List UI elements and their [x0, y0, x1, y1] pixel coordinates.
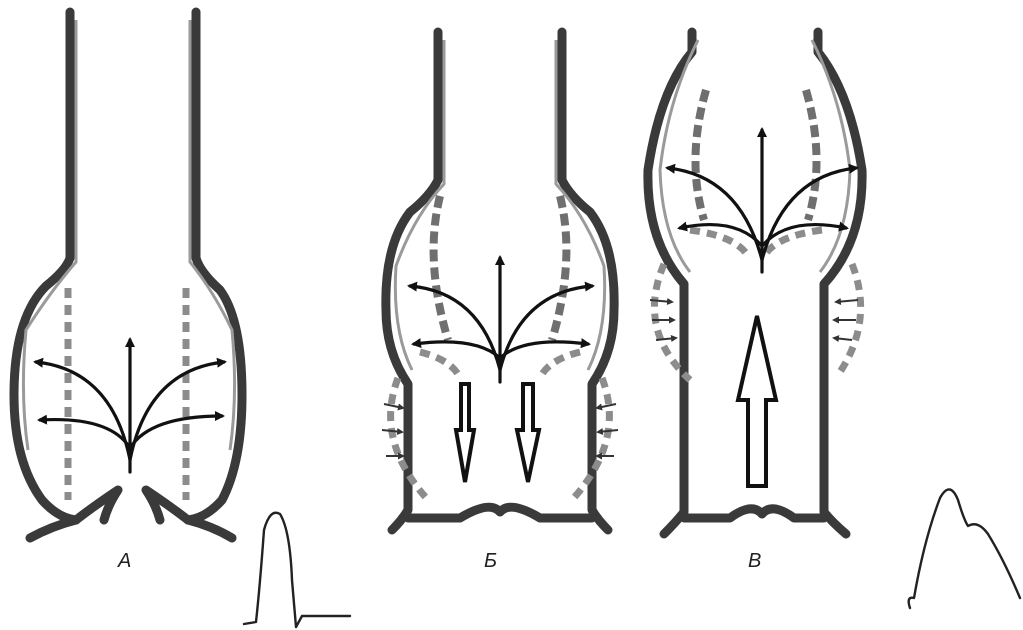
panel-a-vessel — [14, 12, 242, 538]
pulse-wave-narrow — [244, 513, 350, 627]
panel-label-b: Б — [484, 550, 497, 573]
panel-label-c: В — [748, 550, 761, 573]
panel-c-vessel — [648, 32, 862, 534]
panel-label-a: А — [118, 550, 131, 573]
panel-b-vessel — [382, 32, 618, 530]
pulse-wave-dicrotic — [909, 489, 1020, 608]
